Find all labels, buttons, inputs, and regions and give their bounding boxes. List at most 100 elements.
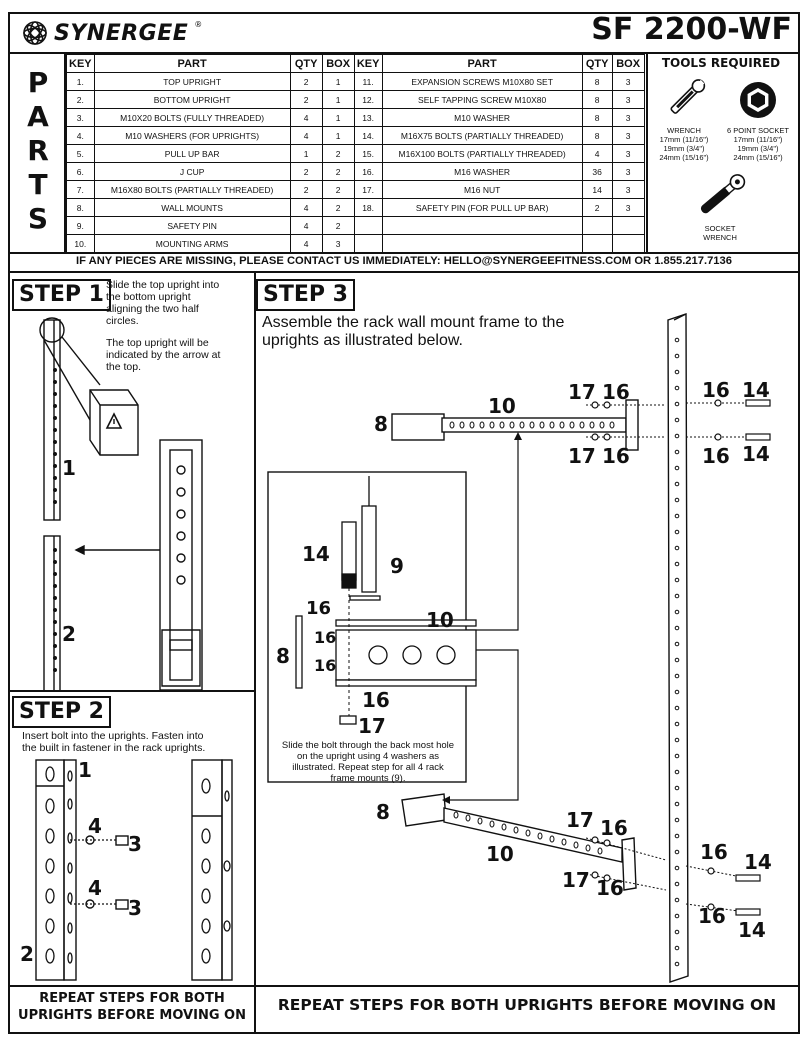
parts-table-cell: 15. [353,144,383,163]
column-header: PART [93,54,291,73]
parts-table-cell: BOTTOM UPRIGHT [93,90,291,109]
divider [254,271,256,1034]
parts-table-cell: 17. [353,180,383,199]
parts-table-cell: 3 [611,198,645,217]
parts-table-cell: 2 [289,162,323,181]
step1-title: STEP 1 [12,279,111,311]
step3-label-17c: 17 [566,808,594,832]
step2-label-3b: 3 [128,896,142,920]
step3-label-14-r2: 14 [742,442,770,466]
parts-table-cell: 36 [581,162,613,181]
step2-label-4b: 4 [88,876,102,900]
parts-table-cell: 2 [321,162,355,181]
parts-table-cell: 3 [611,90,645,109]
parts-table-cell: 3. [66,108,95,127]
parts-table-cell: TOP UPRIGHT [93,72,291,91]
detail-caption-line: on the upright using 4 washers as [296,751,440,762]
socket-size: 17mm (11/16") [733,135,783,144]
parts-table-cell [581,234,613,253]
detail-label-16c: 16 [314,656,337,675]
detail-label-10: 10 [426,608,454,632]
column-header: QTY [289,54,323,73]
parts-table-cell: 2 [289,90,323,109]
parts-table-cell: 4 [289,216,323,235]
socket-wrench-label: WRENCH [703,233,737,242]
parts-table-cell: 9. [66,216,95,235]
tools-required: TOOLS REQUIRED WRENCH 17mm (11/16") 19mm… [648,56,794,250]
brand-mark-icon [23,21,47,45]
detail-caption-line: illustrated. Repeat step for all 4 rack [292,762,444,773]
parts-letter: A [27,100,49,133]
parts-table-cell: M16X75 BOLTS (PARTIALLY THREADED) [381,126,583,145]
parts-table-cell: WALL MOUNTS [93,198,291,217]
parts-table-cell: 14. [353,126,383,145]
parts-table-cell: 3 [611,144,645,163]
parts-table-cell: M16X100 BOLTS (PARTIALLY THREADED) [381,144,583,163]
parts-table-cell: M10 WASHERS (FOR UPRIGHTS) [93,126,291,145]
parts-table-cell [353,216,383,235]
parts-table-cell: M10 WASHER [381,108,583,127]
step2-text-line: the built in fastener in the rack uprigh… [22,742,206,754]
step3-diagram [267,313,771,983]
parts-table-cell: 4 [289,108,323,127]
step3-text-line: Assemble the rack wall mount frame to th… [262,314,565,331]
step3-label-8-top: 8 [374,412,388,436]
wrench-label: WRENCH [667,126,701,135]
parts-table-cell [353,234,383,253]
parts-table-cell: 2. [66,90,95,109]
parts-letter: S [27,202,49,235]
detail-label-16b: 16 [314,628,337,647]
parts-table-cell: 4 [581,144,613,163]
parts-table-cell: 3 [611,162,645,181]
parts-letter: T [28,168,48,201]
parts-letter: R [27,134,49,167]
parts-table-cell: MOUNTING ARMS [93,234,291,253]
model-number: SF 2200-WF [591,12,792,47]
step2-label-4a: 4 [88,814,102,838]
parts-table-cell: 13. [353,108,383,127]
detail-label-14: 14 [302,542,330,566]
wrench-size: 17mm (11/16") [659,135,709,144]
parts-table-cell: SAFETY PIN (FOR PULL UP BAR) [381,198,583,217]
parts-table-cell: 18. [353,198,383,217]
parts-table-cell: 14 [581,180,613,199]
parts-letter: P [27,66,49,99]
column-header: PART [381,54,583,73]
parts-heading: P A R T S [14,66,62,236]
brand-registered-mark: ® [194,20,203,29]
footer-left-line: UPRIGHTS BEFORE MOVING ON [18,1008,246,1023]
parts-table-cell [381,234,583,253]
step3-text-line: uprights as illustrated below. [262,332,463,349]
divider [8,52,800,54]
step3-label-17a: 17 [568,380,596,404]
parts-table-cell: 7. [66,180,95,199]
column-header: KEY [353,54,383,73]
step2-label-3a: 3 [128,832,142,856]
divider [64,52,66,252]
wrench-size: 24mm (15/16") [659,153,709,162]
detail-caption: Slide the bolt through the back most hol… [270,740,466,784]
divider [8,252,800,254]
parts-table-cell: 3 [321,234,355,253]
socket-wrench-icon [700,174,746,214]
parts-table-cell: 10. [66,234,95,253]
parts-table-cell: EXPANSION SCREWS M10X80 SET [381,72,583,91]
step1-text-line: the bottom upright [106,291,191,303]
parts-table-cell [581,216,613,235]
step2-diagram [35,759,233,981]
parts-table-cell: 6. [66,162,95,181]
socket-wrench-caption: SOCKET WRENCH [684,224,756,242]
socket-size: 24mm (15/16") [733,153,783,162]
parts-table-cell: 3 [611,108,645,127]
parts-table-cell: 3 [611,180,645,199]
column-header: QTY [581,54,613,73]
step1-text-line: the top. [106,361,142,373]
wrench-caption: WRENCH 17mm (11/16") 19mm (3/4") 24mm (1… [648,126,720,162]
parts-table-cell: 8 [581,90,613,109]
step3-title: STEP 3 [256,279,355,311]
socket-label: 6 POINT SOCKET [727,126,789,135]
